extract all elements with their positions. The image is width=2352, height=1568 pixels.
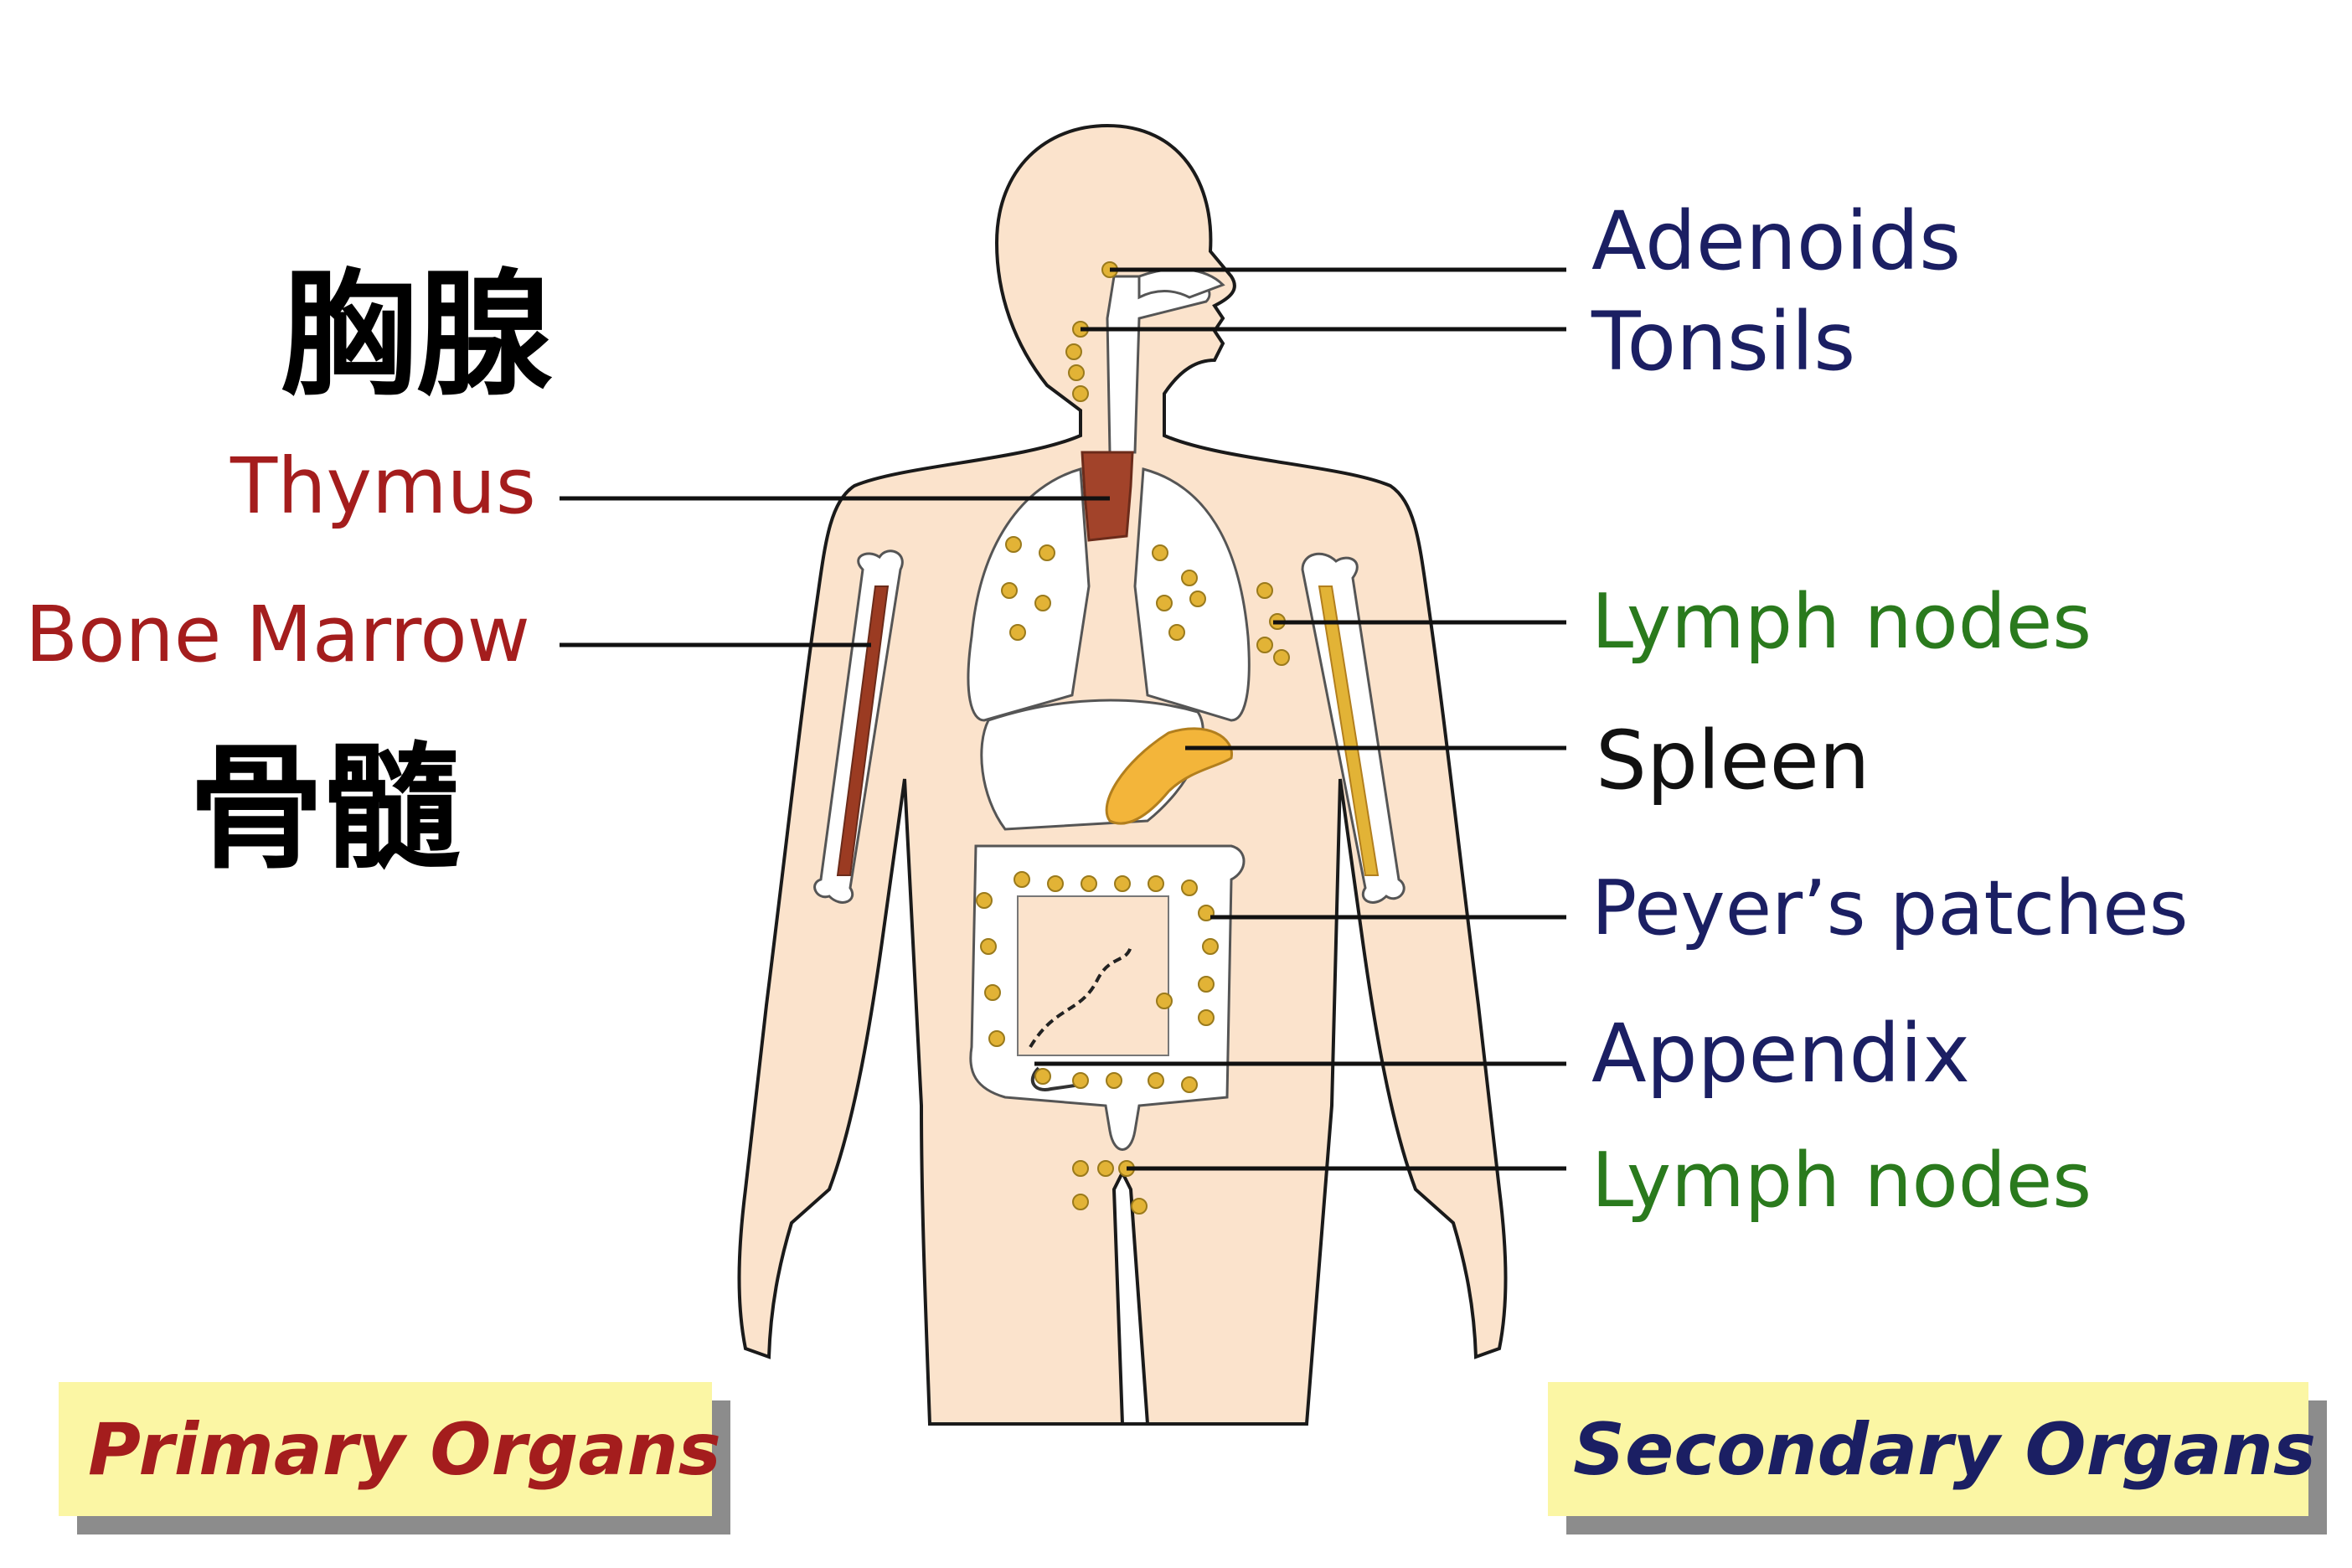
left-lung xyxy=(967,467,1091,722)
lymph-dot xyxy=(1114,875,1131,892)
lymph-dot xyxy=(976,892,993,909)
lymph-dot xyxy=(1072,385,1089,402)
lymph-dot xyxy=(1047,875,1064,892)
chinese-label-bone-marrow: 骨髓 xyxy=(188,730,460,888)
lymph-dot xyxy=(1009,624,1026,641)
lymph-dot xyxy=(1202,938,1219,955)
lymph-dot xyxy=(984,984,1001,1001)
lymph-dot xyxy=(1148,875,1164,892)
lymph-dot xyxy=(1081,875,1097,892)
lymph-dot xyxy=(988,1030,1005,1047)
lymph-dots xyxy=(976,261,1290,1215)
lymph-dot xyxy=(1256,582,1273,599)
lymph-dot xyxy=(1106,1072,1122,1089)
small-intestine-area xyxy=(1017,895,1169,1056)
primary-organs-box: Primary Organs xyxy=(59,1382,721,1516)
lymph-dot xyxy=(1072,1072,1089,1089)
lymph-dot xyxy=(1097,1160,1114,1177)
secondary-organs-box: Secondary Organs xyxy=(1548,1382,2316,1516)
lymph-dot xyxy=(1039,544,1055,561)
lymph-dot xyxy=(1256,637,1273,653)
lymph-dot xyxy=(1181,570,1198,586)
lymph-dot xyxy=(1152,544,1168,561)
label-thymus: Thymus xyxy=(230,441,536,531)
spleen-organ xyxy=(1105,727,1233,825)
secondary-organs-label: Secondary Organs xyxy=(1573,1408,2317,1492)
lymph-dot xyxy=(1034,595,1051,611)
lymph-dot xyxy=(1168,624,1185,641)
lymph-dot xyxy=(1065,343,1082,360)
lymph-dot xyxy=(1068,364,1085,381)
label-lymph-nodes-lower: Lymph nodes xyxy=(1591,1137,2092,1225)
lymph-dot xyxy=(1005,536,1022,553)
right-arm-bone-marrow xyxy=(1318,585,1380,876)
chinese-label-thymus: 胸腺 xyxy=(281,257,552,415)
small-intestine-coil xyxy=(1029,946,1132,1049)
label-spleen: Spleen xyxy=(1596,714,1870,807)
lymph-dot xyxy=(1156,595,1173,611)
label-peyers-patches: Peyer’s patches xyxy=(1591,864,2189,952)
lymph-dot xyxy=(1198,1009,1215,1026)
lymph-dot xyxy=(1181,1076,1198,1093)
lymph-dot xyxy=(1181,879,1198,896)
lymph-dot xyxy=(1072,1194,1089,1210)
label-tonsils: Tonsils xyxy=(1591,295,1856,389)
lymph-dot xyxy=(1034,1068,1051,1085)
label-appendix: Appendix xyxy=(1591,1007,1970,1101)
lymph-dot xyxy=(1131,1198,1148,1215)
lymph-dot xyxy=(1014,871,1030,888)
appendix-organ xyxy=(1030,1066,1081,1091)
lymph-dot xyxy=(1072,1160,1089,1177)
lymph-dot xyxy=(1148,1072,1164,1089)
label-bone-marrow: Bone Marrow xyxy=(25,590,530,679)
lymph-dot xyxy=(1189,591,1206,607)
lymph-dot xyxy=(1156,993,1173,1009)
lymph-dot xyxy=(1273,649,1290,666)
label-adenoids: Adenoids xyxy=(1591,194,1962,288)
bone-marrow-organ xyxy=(836,585,890,876)
lymph-dot xyxy=(980,938,997,955)
label-lymph-nodes-upper: Lymph nodes xyxy=(1591,578,2092,666)
lymph-dot xyxy=(1198,905,1215,921)
lymph-dot xyxy=(1001,582,1018,599)
primary-organs-label: Primary Organs xyxy=(88,1408,721,1492)
lymph-dot xyxy=(1198,976,1215,993)
leader-lines xyxy=(560,267,1566,1171)
